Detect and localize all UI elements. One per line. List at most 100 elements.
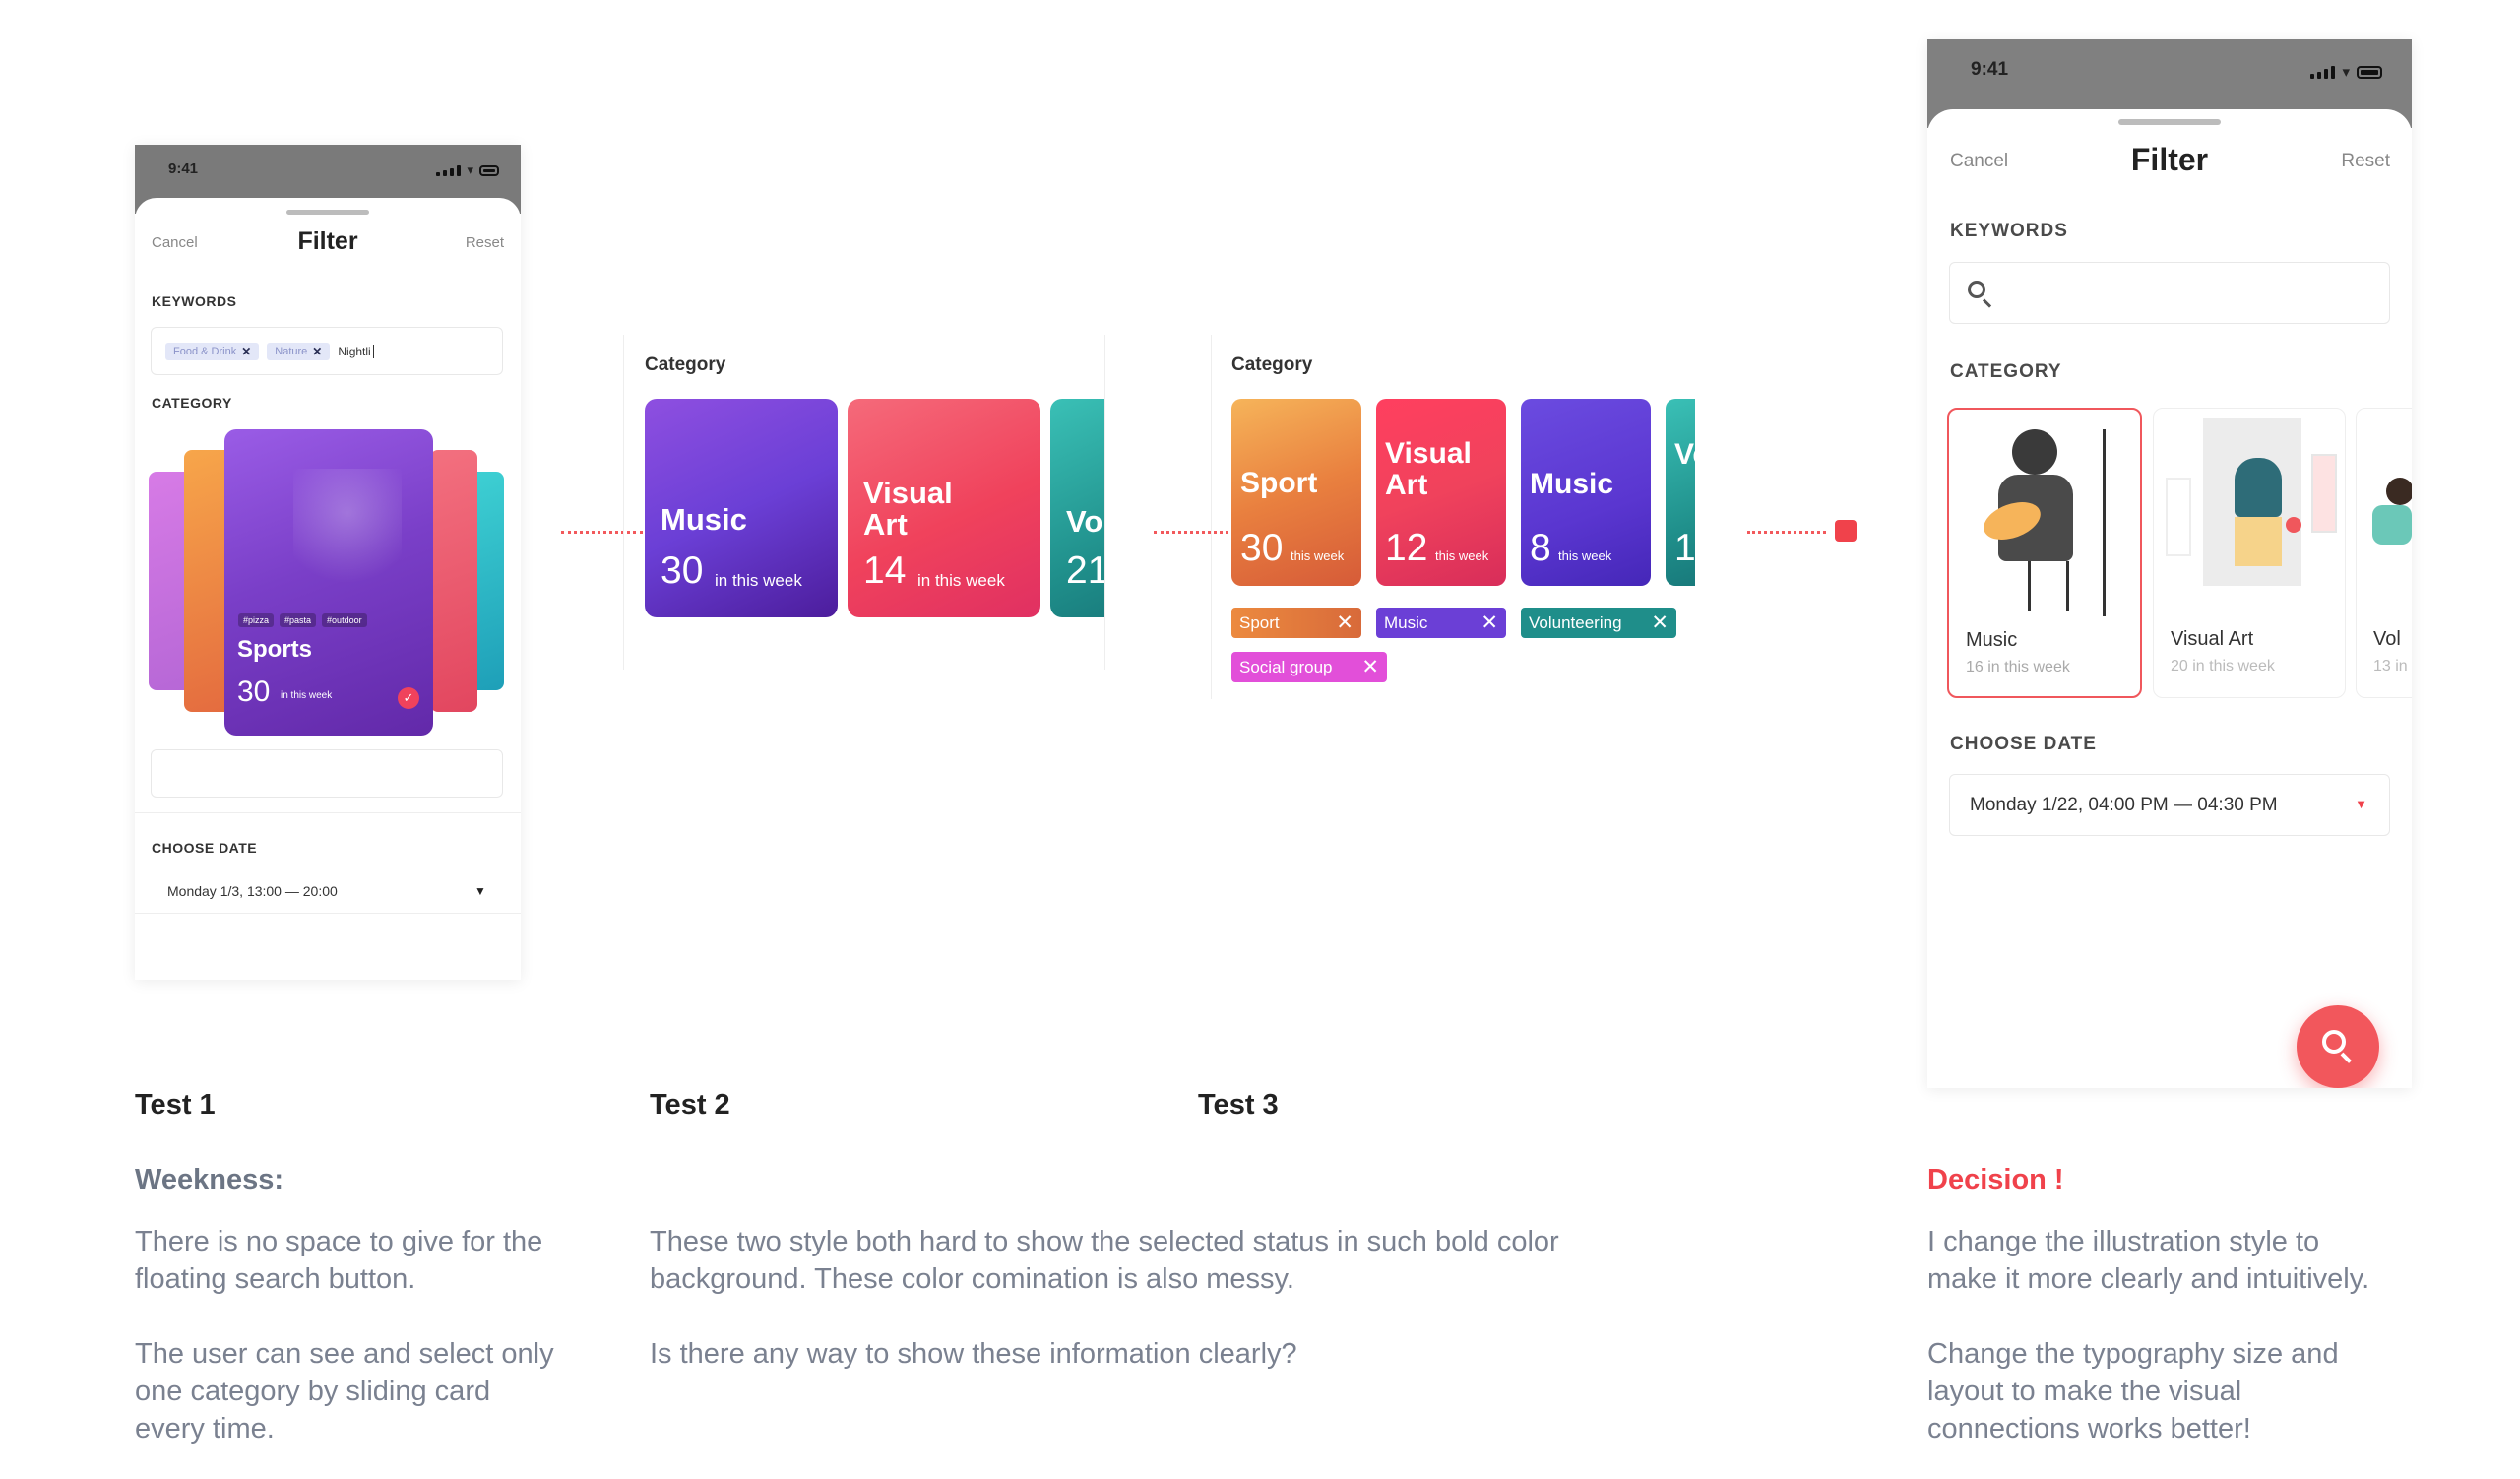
close-icon[interactable]: ✕ <box>241 344 252 358</box>
test3-panel: Category Sport 30 this week Visual Art 1… <box>1211 335 1695 699</box>
test23-paragraph: Is there any way to show these informati… <box>650 1338 1297 1370</box>
wifi-icon: ▾ <box>2342 64 2350 81</box>
card-count-suffix: in this week <box>715 571 802 590</box>
connector-dots <box>561 531 643 534</box>
close-icon[interactable]: ✕ <box>312 344 323 358</box>
category-card-visual-art[interactable]: Visual Art 20 in this week <box>2153 408 2346 698</box>
category-card-music[interactable]: Music 16 in this week <box>1947 408 2142 698</box>
status-time: 9:41 <box>168 161 199 177</box>
card-count: 1 <box>1674 527 1695 569</box>
final-phone: 9:41 ▾ Cancel Filter Reset KEYWORDS CATE… <box>1927 39 2412 1088</box>
card-count: 8 <box>1530 527 1551 569</box>
tag-volunteering[interactable]: Volunteering✕ <box>1521 608 1676 638</box>
card-count: 16 in this week <box>1966 659 2070 675</box>
status-time: 9:41 <box>1971 59 2009 80</box>
connector-dots <box>1154 531 1234 534</box>
weakness-paragraph: There is no space to give for the floati… <box>135 1226 543 1295</box>
keywords-field[interactable]: Food & Drink✕ Nature✕ Nightli <box>151 327 503 375</box>
wifi-icon: ▾ <box>467 162 473 177</box>
category-card-sport[interactable]: Sport 30 this week <box>1231 399 1361 586</box>
tag-sport[interactable]: Sport✕ <box>1231 608 1361 638</box>
keywords-label: KEYWORDS <box>1950 221 2068 241</box>
card-title: Music <box>1530 468 1614 500</box>
search-input[interactable] <box>1949 262 2390 324</box>
category-card-volunteering[interactable]: Vol 13 in <box>2356 408 2412 698</box>
check-icon: ✓ <box>398 687 419 709</box>
decision-paragraph: I change the illustration style to make … <box>1927 1226 2370 1295</box>
card-count-suffix: in this week <box>917 571 1005 590</box>
test1-heading: Test 1 <box>135 1089 216 1121</box>
sheet-handle[interactable] <box>286 210 369 215</box>
reset-button[interactable]: Reset <box>465 234 504 251</box>
card-count: 12 <box>1385 527 1428 569</box>
tag-social-group[interactable]: Social group✕ <box>1231 652 1387 682</box>
card-count-suffix: this week <box>1558 548 1612 563</box>
choose-date-label: CHOOSE DATE <box>1950 734 2097 754</box>
card-count: 30 <box>661 549 704 592</box>
sports-illustration <box>293 469 402 616</box>
page-title: Filter <box>297 227 358 255</box>
tag-music[interactable]: Music✕ <box>1376 608 1506 638</box>
keyword-chip[interactable]: Nature✕ <box>267 342 331 360</box>
card-title: Music <box>661 502 747 537</box>
search-fab[interactable] <box>2297 1005 2379 1088</box>
divider <box>135 812 521 813</box>
date-value: Monday 1/22, 04:00 PM — 04:30 PM <box>1970 795 2278 815</box>
cancel-button[interactable]: Cancel <box>152 234 198 251</box>
chevron-down-icon[interactable]: ▼ <box>474 884 486 898</box>
filter-sheet: Cancel Filter Reset KEYWORDS CATEGORY Mu… <box>1927 109 2412 1088</box>
sheet-handle[interactable] <box>2118 119 2221 125</box>
music-illustration <box>1963 419 2130 616</box>
card-title: Sports <box>237 636 313 663</box>
close-icon[interactable]: ✕ <box>1361 656 1379 678</box>
card-title: Visual Art <box>2171 628 2254 650</box>
signal-icon <box>436 164 462 176</box>
category-card-visual-art[interactable]: Visual Art 14 in this week <box>848 399 1040 617</box>
date-select[interactable]: Monday 1/22, 04:00 PM — 04:30 PM ▼ <box>1949 774 2390 836</box>
hashtag: #outdoor <box>322 613 367 627</box>
card-count: 13 in <box>2373 658 2408 675</box>
category-card-volunteering[interactable]: Vo 21 <box>1050 399 1105 617</box>
reset-button[interactable]: Reset <box>2341 151 2390 171</box>
hashtag: #pasta <box>280 613 317 627</box>
keyword-chip[interactable]: Food & Drink✕ <box>165 342 260 360</box>
weakness-paragraph: The user can see and select only one cat… <box>135 1338 554 1445</box>
test1-phone: 9:41 ▾ Cancel Filter Reset KEYWORDS Food… <box>135 145 521 980</box>
card-count: 21 <box>1066 549 1105 592</box>
card-title: Music <box>1966 629 2018 651</box>
category-card-visual-art[interactable]: Visual Art 12 this week <box>1376 399 1506 586</box>
category-label: CATEGORY <box>152 395 232 411</box>
test3-heading: Test 3 <box>1198 1089 1279 1121</box>
decision-heading: Decision ! <box>1927 1164 2064 1195</box>
search-icon-handle <box>1982 298 1992 308</box>
hashtag: #pizza <box>238 613 275 627</box>
category-card-volunteering[interactable]: Ve 1 <box>1666 399 1695 586</box>
category-card-sports[interactable]: #pizza #pasta #outdoor Sports 30 in this… <box>224 429 433 736</box>
card-count-suffix: this week <box>1291 548 1345 563</box>
signal-icon <box>2310 65 2336 79</box>
search-icon-handle <box>2340 1052 2352 1063</box>
date-value[interactable]: Monday 1/3, 13:00 — 20:00 <box>167 883 338 899</box>
category-label: Category <box>1231 354 1313 375</box>
search-icon <box>2322 1030 2346 1054</box>
cancel-button[interactable]: Cancel <box>1950 151 2009 171</box>
empty-field[interactable] <box>151 749 503 798</box>
card-title: Visual Art <box>1385 437 1472 501</box>
page-title: Filter <box>2130 142 2209 177</box>
category-card-music[interactable]: Music 30 in this week <box>645 399 838 617</box>
card-title: Vol <box>2373 628 2401 650</box>
filter-sheet: Cancel Filter Reset KEYWORDS Food & Drin… <box>135 198 521 980</box>
card-count: 30 <box>237 675 271 708</box>
test2-panel: Category Music 30 in this week Visual Ar… <box>623 335 1105 670</box>
battery-icon <box>2357 65 2382 79</box>
keyword-input-text[interactable]: Nightli <box>338 344 374 358</box>
keywords-label: KEYWORDS <box>152 293 237 309</box>
category-label: CATEGORY <box>1950 361 2062 382</box>
weakness-heading: Weekness: <box>135 1164 284 1195</box>
card-count: 20 in this week <box>2171 658 2275 675</box>
close-icon[interactable]: ✕ <box>1651 611 1669 634</box>
connector-end-marker <box>1835 520 1857 542</box>
close-icon[interactable]: ✕ <box>1336 611 1354 634</box>
category-card-music[interactable]: Music 8 this week <box>1521 399 1651 586</box>
close-icon[interactable]: ✕ <box>1480 611 1498 634</box>
